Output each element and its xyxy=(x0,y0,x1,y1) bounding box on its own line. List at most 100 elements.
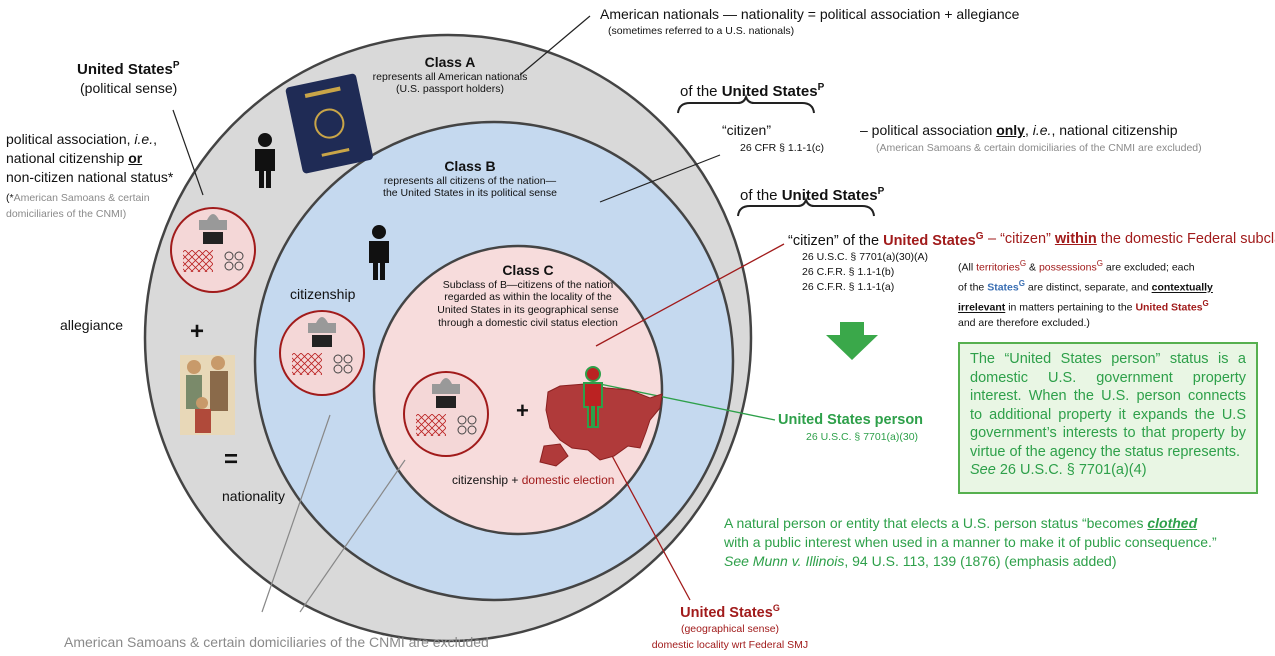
green-box-see: See xyxy=(970,462,996,478)
us-g-bottom-line1: (geographical sense) xyxy=(680,622,780,635)
nationality-label: nationality xyxy=(222,488,286,504)
note-l2a: of the xyxy=(958,281,988,294)
note-us: United States xyxy=(1135,301,1203,314)
pa-line2: national citizenship or xyxy=(6,149,173,168)
equals-sign: = xyxy=(224,446,239,473)
us-g-bottom-title-text: United States xyxy=(680,604,773,621)
munn-l3b: , 94 U.S. 113, 139 (1876) (emphasis adde… xyxy=(844,553,1117,569)
top-note-line2: (sometimes referred to a U.S. nationals) xyxy=(608,25,795,37)
munn-quote: A natural person or entity that elects a… xyxy=(724,514,1217,571)
citizen-g-sup: G xyxy=(975,231,984,242)
family-image xyxy=(180,355,235,435)
citizen-g-note-l4: and are therefore excluded.) xyxy=(958,317,1090,329)
class-c-line: regarded as within the locality of the xyxy=(444,291,612,304)
class-b-line2: the United States in its political sense xyxy=(383,187,557,200)
note-l1a: (All xyxy=(958,261,977,274)
jurisdiction-seal-3 xyxy=(403,371,489,457)
citizen-g-us-p: United States xyxy=(781,187,878,204)
brace-p-top xyxy=(677,93,815,114)
pa-line1-a: political association, xyxy=(6,131,135,147)
excluded-line-1 xyxy=(261,414,331,613)
citizen-p-desc-a: – political association xyxy=(860,122,997,138)
pa-line1: political association, i.e., xyxy=(6,130,173,149)
us-p-title: United StatesP xyxy=(77,60,180,79)
note-l3b: in matters pertaining to the xyxy=(1005,301,1136,314)
class-b-title: Class B xyxy=(444,158,496,174)
note-states: States xyxy=(987,281,1019,294)
down-arrow-icon xyxy=(826,322,878,360)
citizen-p-of-the: of the xyxy=(680,83,722,100)
citizen-g-cite: 26 C.F.R. § 1.1-1(b) xyxy=(802,266,895,278)
class-c-circle xyxy=(372,244,664,536)
munn-quote-l2: with a public interest when used in a ma… xyxy=(724,534,1217,550)
citizen-g-dash: – “citizen” within the domestic Federal … xyxy=(988,231,1275,248)
us-p-line xyxy=(172,109,204,196)
class-c-line: through a domestic civil status election xyxy=(438,316,618,329)
pa-line2-b: or xyxy=(128,150,143,166)
citizen-p-sup: P xyxy=(817,82,825,93)
us-p-title-text: United States xyxy=(77,61,173,78)
plus-sign: + xyxy=(190,318,205,345)
us-g-bottom-title: United StatesG xyxy=(640,600,820,621)
citizen-g-note-l1: (All territoriesG & possessionsG are exc… xyxy=(958,256,1213,276)
class-a-block: Class A represents all American national… xyxy=(340,54,560,96)
citizen-g-sup-p: P xyxy=(877,186,885,197)
us-map-image xyxy=(539,383,663,467)
note-sup-g3: G xyxy=(1018,279,1025,288)
citizen-p-heading: of the United StatesP xyxy=(680,82,824,101)
us-p-sup: P xyxy=(172,60,180,71)
person-icon-b xyxy=(369,225,389,280)
citizen-g-cite: 26 C.F.R. § 1.1-1(a) xyxy=(802,281,895,293)
green-box-cite: 26 U.S.C. § 7701(a)(4) xyxy=(995,462,1147,478)
class-b-line1: represents all citizens of the nation— xyxy=(383,174,557,187)
citizen-g-heading: of the United StatesP xyxy=(740,186,884,205)
pa-line1-b: i.e. xyxy=(134,131,154,147)
class-a-line1: represents all American nationals xyxy=(372,70,528,83)
class-c-title: Class C xyxy=(502,262,554,278)
us-person-cite: 26 U.S.C. § 7701(a)(30) xyxy=(806,431,919,443)
us-p-subtitle: (political sense) xyxy=(80,80,178,96)
class-c-footer-election: domestic election xyxy=(521,473,615,487)
munn-quote-l3: See Munn v. Illinois, 94 U.S. 113, 139 (… xyxy=(724,552,1217,571)
citizen-g-line xyxy=(595,243,785,347)
us-person-info-box: The “United States person” status is a d… xyxy=(958,342,1258,494)
note-territories: territories xyxy=(976,261,1020,274)
note-sup-g4: G xyxy=(1202,299,1209,308)
note-l1g: are excluded; each xyxy=(1102,261,1195,274)
citizen-p-quote: “citizen” xyxy=(722,122,772,138)
citizen-p-us: United States xyxy=(721,83,818,100)
pa-note-line2: domiciliaries of the CNMI) xyxy=(6,208,127,220)
citizen-g-cites: 26 U.S.C. § 7701(a)(30)(A) 26 C.F.R. § 1… xyxy=(802,250,928,295)
citizen-p-desc-e: , national citizenship xyxy=(1051,122,1178,138)
class-b-block: Class B represents all citizens of the n… xyxy=(365,158,575,200)
citizenship-label: citizenship xyxy=(290,286,356,302)
class-a-line2: (U.S. passport holders) xyxy=(396,83,504,96)
excluded-line-2 xyxy=(299,459,406,613)
citizen-p-exclusion: (American Samoans & certain domiciliarie… xyxy=(876,142,1202,154)
note-sup-g1: G xyxy=(1019,259,1027,268)
top-note-line xyxy=(519,15,591,76)
jurisdiction-seal-2 xyxy=(279,310,365,396)
citizen-p-desc-c: , xyxy=(1024,122,1033,138)
citizen-g-us: United States xyxy=(883,232,976,249)
class-c-footer-citizenship: citizenship + xyxy=(452,473,519,487)
note-l1d: & xyxy=(1026,261,1039,274)
class-c-line: United States in its geographical sense xyxy=(437,303,619,316)
citizen-g-dash-b: within xyxy=(1054,231,1097,247)
munn-clothed: clothed xyxy=(1147,515,1198,531)
citizen-p-description: – political association only, i.e., nati… xyxy=(860,122,1178,139)
pa-line3: non-citizen national status* xyxy=(6,169,174,185)
citizen-p-desc-b: only xyxy=(996,122,1025,138)
citizen-p-desc-d: i.e. xyxy=(1032,122,1052,138)
citizen-g-quote-a: “citizen” of the xyxy=(788,232,884,249)
class-c-footer: citizenship + domestic election xyxy=(452,473,614,487)
pa-note-line1b: American Samoans & certain xyxy=(13,192,150,204)
munn-l3a: See Munn v. Illinois xyxy=(724,553,845,569)
note-l2d: are distinct, separate, and xyxy=(1024,281,1152,294)
note-contextually: contextually xyxy=(1151,281,1213,294)
note-possessions: possessions xyxy=(1038,261,1097,274)
class-c-line: Subclass of B—citizens of the nation xyxy=(442,278,614,291)
us-g-bottom-line2: domestic locality wrt Federal SMJ xyxy=(651,638,809,651)
citizen-g-of-the: of the xyxy=(740,187,782,204)
